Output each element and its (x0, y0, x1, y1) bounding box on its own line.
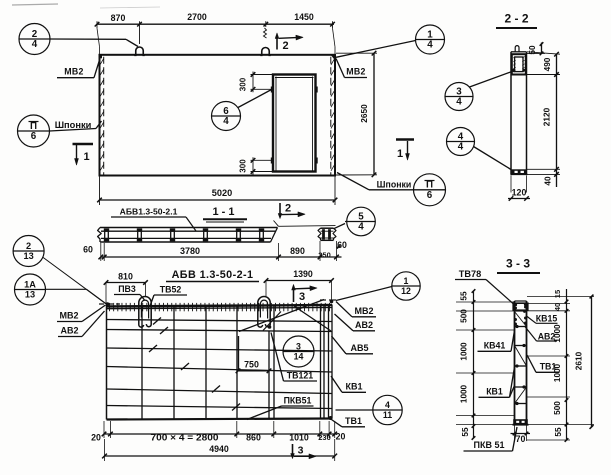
svg-text:4: 4 (458, 142, 464, 153)
svg-text:500: 500 (553, 401, 562, 415)
svg-text:870: 870 (111, 13, 126, 23)
svg-text:4: 4 (32, 39, 38, 50)
svg-text:3: 3 (456, 86, 462, 97)
svg-text:МВ2: МВ2 (354, 306, 373, 316)
svg-text:ПКВ 51: ПКВ 51 (474, 440, 505, 450)
svg-text:1450: 1450 (294, 12, 314, 22)
svg-text:300: 300 (239, 77, 248, 91)
svg-text:6: 6 (31, 131, 37, 142)
svg-text:3 - 3: 3 - 3 (506, 257, 530, 271)
svg-text:ТВ52: ТВ52 (160, 284, 182, 294)
svg-text:ТВ121: ТВ121 (287, 370, 314, 380)
svg-text:МВ2: МВ2 (64, 67, 83, 77)
svg-text:1000: 1000 (553, 324, 562, 343)
svg-text:ТВ78: ТВ78 (459, 269, 481, 279)
svg-text:3780: 3780 (180, 246, 200, 256)
svg-text:890: 890 (290, 246, 305, 256)
svg-text:1А: 1А (24, 279, 36, 289)
svg-text:ПВ3: ПВ3 (118, 284, 136, 294)
svg-text:1: 1 (427, 29, 433, 40)
svg-text:АВ2: АВ2 (538, 331, 556, 341)
svg-text:13: 13 (25, 290, 35, 300)
svg-text:5: 5 (358, 211, 364, 222)
svg-text:700 × 4 = 2800: 700 × 4 = 2800 (151, 432, 219, 442)
svg-text:230: 230 (318, 433, 331, 442)
svg-text:2120: 2120 (542, 107, 552, 126)
svg-text:300: 300 (239, 159, 248, 173)
svg-text:КВ1: КВ1 (346, 381, 363, 391)
svg-text:2: 2 (32, 29, 38, 40)
svg-text:1: 1 (397, 148, 403, 160)
svg-text:11: 11 (383, 410, 392, 420)
svg-text:1: 1 (83, 151, 89, 163)
svg-text:40: 40 (553, 303, 562, 311)
svg-text:АВ2: АВ2 (355, 320, 373, 330)
svg-text:КВ1: КВ1 (486, 386, 503, 396)
svg-text:ПКВ51: ПКВ51 (284, 395, 312, 405)
svg-text:ТВ1: ТВ1 (345, 416, 362, 426)
svg-text:6: 6 (223, 106, 229, 117)
svg-text:1000: 1000 (460, 384, 469, 403)
svg-text:60: 60 (337, 240, 347, 250)
svg-text:АВ5: АВ5 (350, 343, 368, 353)
svg-text:2610: 2610 (574, 351, 584, 370)
svg-text:55: 55 (460, 291, 469, 301)
svg-text:6: 6 (427, 190, 433, 201)
svg-text:4: 4 (456, 97, 462, 108)
svg-text:1000: 1000 (460, 342, 469, 361)
svg-text:5020: 5020 (212, 188, 232, 198)
svg-text:3: 3 (298, 445, 304, 457)
svg-text:АБВ1.3-50-2.1: АБВ1.3-50-2.1 (120, 207, 178, 217)
svg-text:1010: 1010 (289, 432, 309, 442)
svg-text:2 - 2: 2 - 2 (504, 12, 528, 26)
svg-text:Шпонки: Шпонки (377, 180, 412, 190)
svg-text:4: 4 (427, 40, 433, 51)
svg-text:15: 15 (553, 289, 562, 298)
svg-text:810: 810 (118, 272, 133, 282)
svg-text:2: 2 (285, 203, 291, 215)
svg-text:КВ15: КВ15 (536, 314, 558, 324)
svg-text:12: 12 (401, 286, 411, 296)
svg-text:860: 860 (246, 432, 261, 442)
svg-text:4: 4 (358, 222, 364, 233)
svg-text:20: 20 (336, 432, 346, 442)
svg-text:13: 13 (23, 251, 33, 261)
svg-text:4940: 4940 (209, 444, 229, 454)
svg-text:40: 40 (544, 176, 553, 186)
svg-text:490: 490 (543, 57, 552, 71)
svg-text:Шпонки: Шпонки (55, 120, 92, 130)
svg-text:П: П (30, 121, 37, 132)
svg-text:750: 750 (244, 359, 259, 369)
svg-text:П: П (426, 180, 433, 191)
svg-text:ТВ1: ТВ1 (540, 361, 557, 371)
svg-text:70: 70 (516, 434, 526, 444)
svg-text:4: 4 (223, 116, 229, 127)
svg-text:1: 1 (404, 276, 409, 286)
svg-text:60: 60 (83, 245, 93, 255)
svg-text:3: 3 (299, 291, 305, 303)
svg-text:350: 350 (318, 251, 331, 260)
svg-text:2: 2 (26, 241, 31, 251)
svg-text:55: 55 (461, 427, 470, 437)
svg-text:20: 20 (91, 433, 101, 443)
svg-text:1390: 1390 (293, 269, 313, 279)
svg-text:МВ2: МВ2 (59, 311, 78, 321)
svg-text:АБВ 1.3-50-2-1: АБВ 1.3-50-2-1 (172, 269, 254, 281)
svg-text:120: 120 (512, 188, 527, 198)
svg-text:3: 3 (296, 341, 301, 351)
svg-text:2700: 2700 (187, 12, 207, 22)
svg-text:4: 4 (458, 131, 464, 142)
svg-text:55: 55 (554, 427, 563, 437)
svg-text:КВ41: КВ41 (484, 340, 506, 350)
svg-text:14: 14 (294, 352, 304, 362)
svg-text:500: 500 (460, 309, 469, 323)
svg-text:2650: 2650 (359, 104, 369, 123)
svg-text:4: 4 (385, 400, 390, 410)
svg-text:1 - 1: 1 - 1 (212, 206, 234, 218)
svg-text:МВ2: МВ2 (346, 67, 365, 77)
svg-text:АВ2: АВ2 (60, 326, 78, 336)
svg-text:2: 2 (282, 40, 288, 52)
svg-text:50: 50 (528, 45, 537, 55)
